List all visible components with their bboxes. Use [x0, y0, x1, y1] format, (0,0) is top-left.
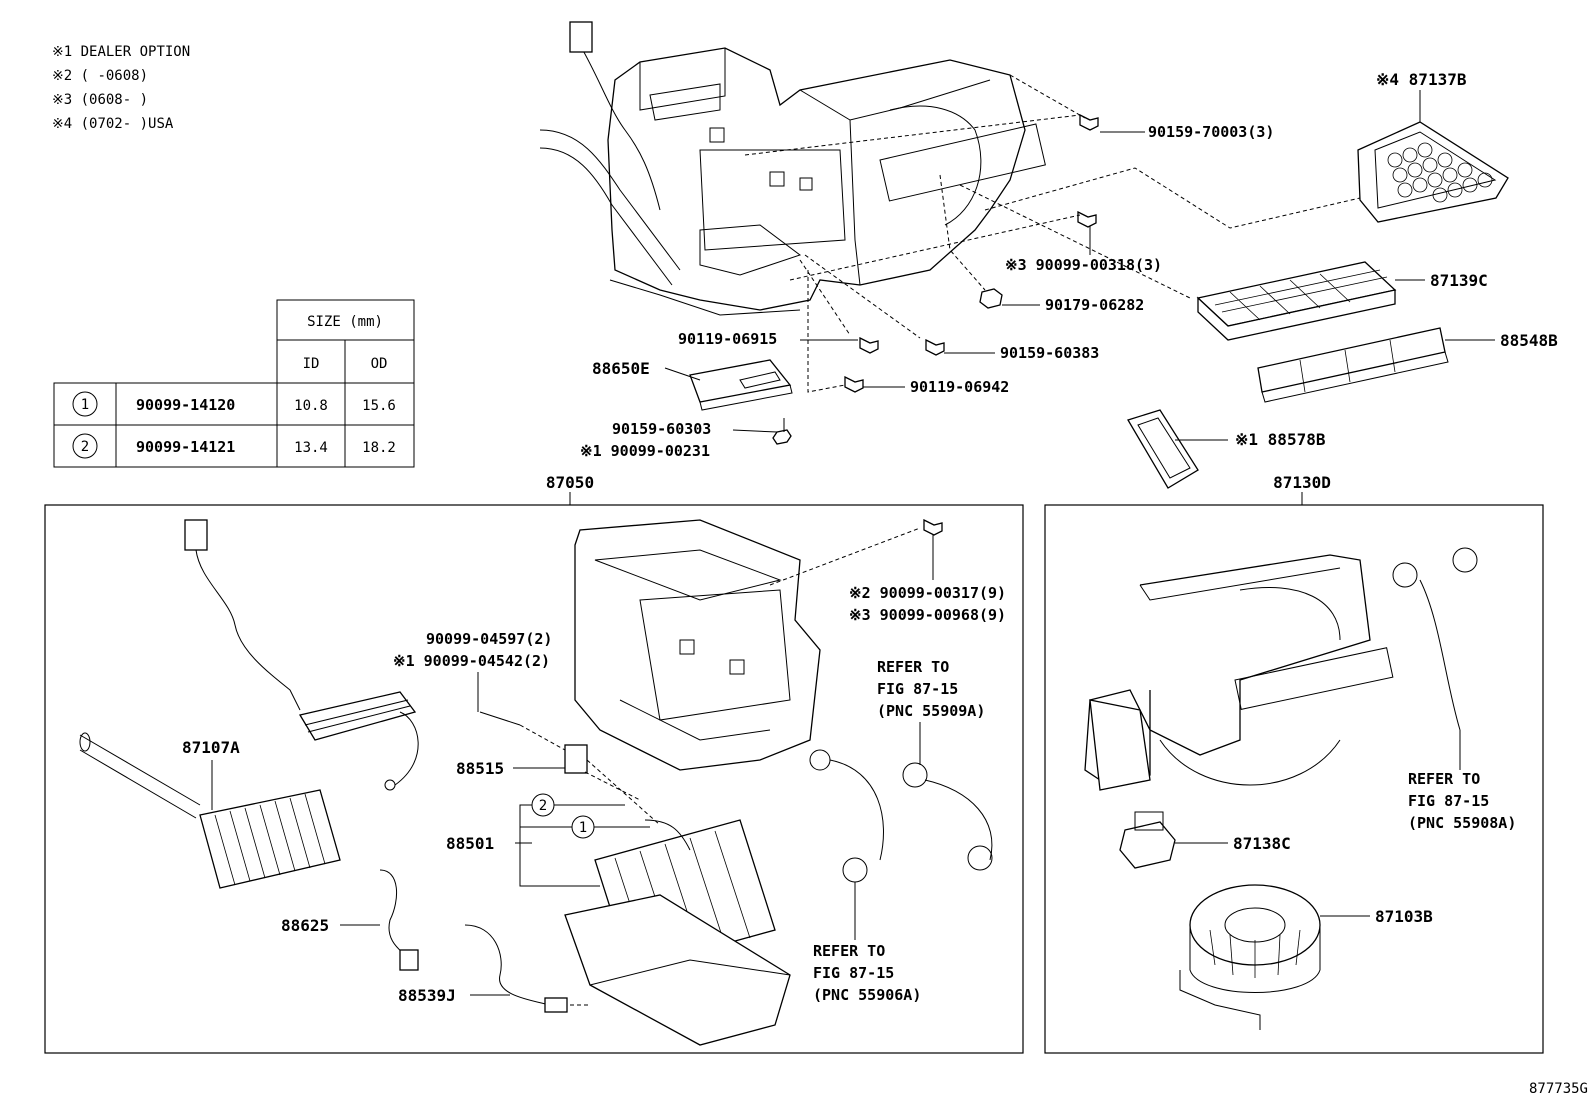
label-88650e: 88650E — [592, 359, 650, 378]
assembly-87050-dashed — [519, 527, 921, 1006]
notes-legend: ※1 DEALER OPTION ※2 ( -0608) ※3 (0608- )… — [52, 44, 190, 132]
seal-88578b-drawing — [1127, 409, 1199, 489]
label-90099-00231: ※1 90099-00231 — [580, 442, 710, 460]
filter-frame-88548b-drawing — [1257, 327, 1449, 403]
label-87130d: 87130D — [1273, 473, 1331, 492]
label-88515: 88515 — [456, 759, 504, 778]
mark-2: 2 — [539, 798, 547, 814]
ref-a-line3: (PNC 55909A) — [877, 702, 985, 720]
label-88548b: 88548B — [1500, 331, 1558, 350]
air-filter-87139c-drawing — [1196, 261, 1397, 341]
label-90099-00968: ※3 90099-00968(9) — [849, 606, 1006, 624]
mark-1: 1 — [579, 820, 587, 836]
size-table-row1-mark: 1 — [81, 397, 89, 413]
figure-id: 877735G — [1529, 1081, 1588, 1097]
label-88501: 88501 — [446, 834, 494, 853]
assembly-87130d-box — [1044, 504, 1544, 1054]
assembly-87050-drawings — [79, 518, 993, 1046]
label-87050: 87050 — [546, 473, 594, 492]
label-90099-00317: ※2 90099-00317(9) — [849, 584, 1006, 602]
size-table-row2-od: 18.2 — [362, 440, 396, 456]
label-87103b: 87103B — [1375, 907, 1433, 926]
label-90159-60383: 90159-60383 — [1000, 344, 1099, 362]
label-87107a: 87107A — [182, 738, 240, 757]
size-table-row1-part: 90099-14120 — [136, 396, 235, 414]
top-labels: 90159-70003(3) ※4 87137B ※3 90099-00318(… — [580, 70, 1558, 460]
note-4: ※4 (0702- )USA — [52, 116, 174, 132]
size-table-row2-part: 90099-14121 — [136, 438, 235, 456]
label-87137b: ※4 87137B — [1376, 70, 1467, 89]
size-table-row1-id: 10.8 — [294, 398, 328, 414]
label-87138c: 87138C — [1233, 834, 1291, 853]
ref-a-line2: FIG 87-15 — [877, 680, 958, 698]
note-1: ※1 DEALER OPTION — [52, 44, 190, 60]
size-table-row1-od: 15.6 — [362, 398, 396, 414]
size-table-row2-id: 13.4 — [294, 440, 328, 456]
size-table-header: SIZE (mm) — [307, 314, 383, 330]
assembly-87050-labels: ※2 90099-00317(9) ※3 90099-00968(9) 9009… — [182, 550, 1006, 1005]
ref-c-line1: REFER TO — [1408, 770, 1480, 788]
top-hvac-assembly-drawing — [539, 21, 1046, 316]
assembly-87130d-drawings — [1084, 547, 1478, 1030]
note-2: ※2 ( -0608) — [52, 68, 148, 84]
size-table-row2-mark: 2 — [81, 439, 89, 455]
label-88625: 88625 — [281, 916, 329, 935]
top-fasteners-drawing — [772, 113, 1099, 445]
label-90099-04542: ※1 90099-04542(2) — [393, 652, 550, 670]
assembly-87130d-labels: REFER TO FIG 87-15 (PNC 55908A) 87138C 8… — [1175, 730, 1516, 926]
amplifier-88650e-drawing — [689, 359, 793, 411]
ref-c-line2: FIG 87-15 — [1408, 792, 1489, 810]
ref-c-line3: (PNC 55908A) — [1408, 814, 1516, 832]
assembly-87050-box — [44, 504, 1024, 1054]
label-90119-06915: 90119-06915 — [678, 330, 777, 348]
label-87139c: 87139C — [1430, 271, 1488, 290]
top-dashed-leaders — [744, 74, 1361, 393]
ref-b-line2: FIG 87-15 — [813, 964, 894, 982]
note-3: ※3 (0608- ) — [52, 92, 148, 108]
label-90159-60303: 90159-60303 — [612, 420, 711, 438]
size-table-col-od: OD — [371, 356, 388, 372]
label-90099-04597: 90099-04597(2) — [426, 630, 552, 648]
ref-a-line1: REFER TO — [877, 658, 949, 676]
label-88539j: 88539J — [398, 986, 456, 1005]
label-88578b: ※1 88578B — [1235, 430, 1326, 449]
label-90099-00318: ※3 90099-00318(3) — [1005, 256, 1162, 274]
label-90159-70003: 90159-70003(3) — [1148, 123, 1274, 141]
size-table: SIZE (mm) ID OD 1 90099-14120 10.8 15.6 … — [53, 299, 415, 468]
size-table-col-id: ID — [303, 356, 320, 372]
ref-b-line3: (PNC 55906A) — [813, 986, 921, 1004]
label-90119-06942: 90119-06942 — [910, 378, 1009, 396]
ref-b-line1: REFER TO — [813, 942, 885, 960]
filter-cover-87137b-drawing — [1357, 121, 1509, 223]
label-90179-06282: 90179-06282 — [1045, 296, 1144, 314]
